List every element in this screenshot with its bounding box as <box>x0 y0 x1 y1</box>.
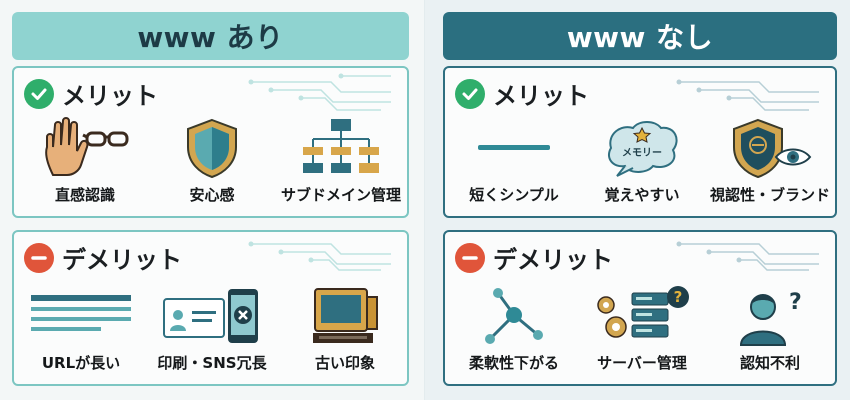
check-icon <box>455 78 485 109</box>
old-computer-icon <box>309 284 381 348</box>
merit-label: 覚えやすい <box>604 186 680 204</box>
memory-bubble-text: メモリー <box>622 147 662 159</box>
server-gear-icon: ? <box>592 284 692 348</box>
merit-item-short: 短くシンプル <box>449 116 579 216</box>
merit-label: 直感認識 <box>54 186 115 204</box>
circuit-decoration-icon <box>676 79 819 111</box>
svg-text:?: ? <box>789 290 802 315</box>
check-icon <box>24 78 54 109</box>
circuit-decoration-icon <box>676 241 819 271</box>
minus-icon <box>455 242 485 273</box>
demerit-label: 認知不利 <box>739 354 800 372</box>
merit-label: 安心感 <box>189 186 235 204</box>
short-line-icon <box>474 116 554 180</box>
merit-label: 短くシンプル <box>469 186 559 204</box>
confused-person-icon: ? <box>735 284 805 348</box>
demerit-title-text: デメリット <box>493 246 613 274</box>
demerit-item-old-impression: 古い印象 <box>280 284 407 384</box>
demerit-item-flexibility: 柔軟性下がる <box>449 284 579 384</box>
circuit-decoration-icon <box>248 73 391 111</box>
demerit-label: 柔軟性下がる <box>468 354 559 372</box>
demerit-item-recognition: ? 認知不利 <box>705 284 835 384</box>
demerit-title: デメリット <box>455 240 613 275</box>
merit-title: メリット <box>24 76 158 111</box>
with-www-header: www あり <box>12 12 409 60</box>
merit-title: メリット <box>455 76 589 111</box>
without-www-column: www なし メリット 短くシンプル <box>425 0 850 400</box>
without-www-demerit-panel: デメリット 柔軟性下がる <box>443 230 837 386</box>
merit-item-memorable: メモリー 覚えやすい <box>577 116 707 216</box>
circuit-decoration-icon <box>248 241 391 271</box>
merit-item-branding: 視認性・ブランド <box>705 116 835 216</box>
merit-item-intuitive: 直感認識 <box>20 116 150 216</box>
svg-text:?: ? <box>674 288 683 306</box>
card-phone-icon <box>162 284 262 348</box>
merit-item-security: 安心感 <box>147 116 277 216</box>
minus-icon <box>24 242 54 273</box>
demerit-label: URLが長い <box>41 354 121 372</box>
without-www-merit-panel: メリット 短くシンプル メモリー 覚えやすい <box>443 66 837 218</box>
demerit-item-server: ? サーバー管理 <box>577 284 707 384</box>
network-node-icon <box>482 284 546 348</box>
long-lines-icon <box>29 284 133 348</box>
with-www-column: www あり メリット <box>12 12 409 386</box>
with-www-demerit-panel: デメリット URLが長い <box>12 230 409 386</box>
merit-item-subdomain: サブドメイン管理 <box>276 116 406 216</box>
shield-icon <box>184 116 240 180</box>
demerit-item-long-url: URLが長い <box>16 284 146 384</box>
hand-glasses-icon <box>39 116 131 180</box>
demerit-item-print-sns: 印刷・SNS冗長 <box>147 284 277 384</box>
demerit-title-text: デメリット <box>62 246 182 274</box>
merit-label: サブドメイン管理 <box>280 186 401 204</box>
with-www-merit-panel: メリット 直感認識 <box>12 66 409 218</box>
merit-title-text: メリット <box>493 82 589 110</box>
without-www-header: www なし <box>443 12 837 60</box>
demerit-label: サーバー管理 <box>597 354 687 372</box>
merit-label: 視認性・ブランド <box>709 186 830 204</box>
brand-shield-eye-icon <box>728 116 812 180</box>
demerit-title: デメリット <box>24 240 182 275</box>
merit-title-text: メリット <box>62 82 158 110</box>
demerit-label: 古い印象 <box>314 354 375 372</box>
memory-bubble-icon: メモリー <box>603 116 681 180</box>
hierarchy-icon <box>299 116 383 180</box>
demerit-label: 印刷・SNS冗長 <box>157 354 267 372</box>
